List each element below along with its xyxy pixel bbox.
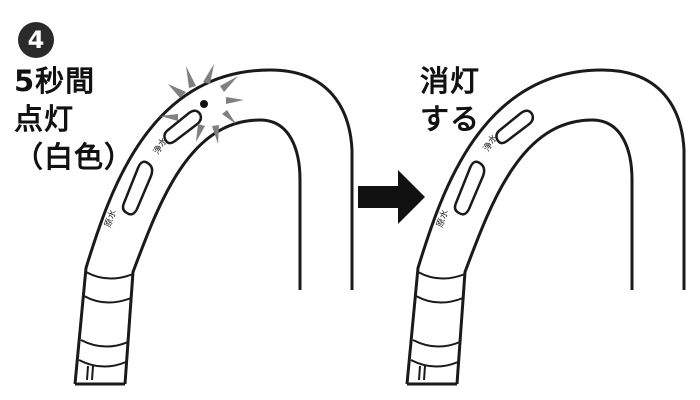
caption-right-line-1: 消灯 <box>420 64 481 98</box>
caption-left-line-1: 5秒間 <box>14 64 96 98</box>
flash-rays-icon <box>160 64 244 144</box>
caption-right: 消灯 する <box>420 62 480 138</box>
caption-right-line-2: する <box>420 102 481 136</box>
indicator-led-icon <box>200 100 208 108</box>
arrow-right-icon <box>358 170 425 224</box>
faucet-left: 浄水 原水 <box>73 64 354 386</box>
caption-left-line-2: 点灯 <box>14 102 75 136</box>
step-number: 4 <box>27 26 45 54</box>
faucet-right: 浄水 原水 <box>405 68 686 386</box>
caption-left-line-3: （白色） <box>14 140 135 174</box>
step-number-badge: 4 <box>18 22 54 58</box>
caption-left: 5秒間 点灯 （白色） <box>14 62 134 176</box>
